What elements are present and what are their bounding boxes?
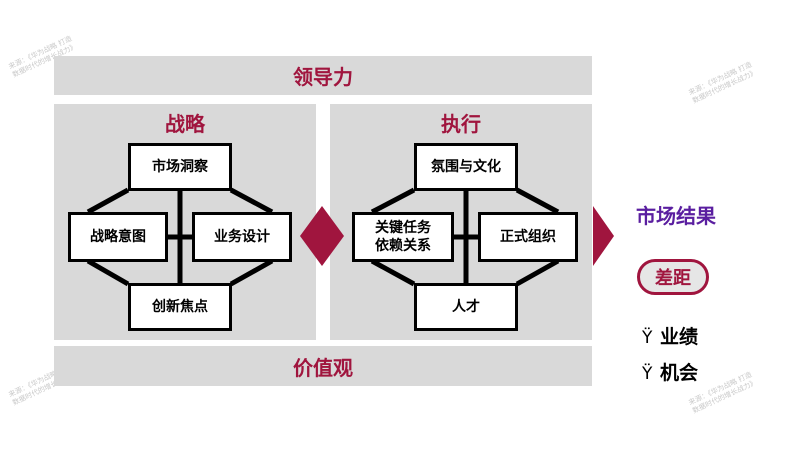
strategy-title: 战略	[165, 112, 205, 136]
strategic-intent-box: 战略意图	[68, 212, 168, 262]
execution-connectors	[370, 187, 560, 287]
business-design-box: 业务设计	[192, 212, 292, 262]
values-label: 价值观	[293, 355, 353, 380]
values-band: 价值观	[54, 346, 592, 386]
innovation-focus-box: 创新焦点	[128, 283, 232, 331]
climate-culture-box: 氛围与文化	[414, 143, 518, 191]
diamond-connector	[300, 206, 344, 266]
talent-box: 人才	[414, 283, 518, 331]
bullet-mark: Ÿ	[642, 328, 653, 348]
leadership-label: 领导力	[293, 65, 353, 89]
result-arrow	[593, 206, 614, 266]
market-insight-box: 市场洞察	[128, 143, 232, 191]
market-result-title: 市场结果	[636, 204, 716, 228]
gap-badge: 差距	[637, 259, 709, 295]
bullet-mark: Ÿ	[642, 364, 653, 384]
formal-organization-box: 正式组织	[478, 212, 578, 262]
execution-title: 执行	[441, 112, 481, 136]
critical-tasks-box: 关键任务 依赖关系	[352, 212, 454, 262]
strategy-connectors	[86, 187, 274, 287]
leadership-band: 领导力	[54, 56, 592, 95]
